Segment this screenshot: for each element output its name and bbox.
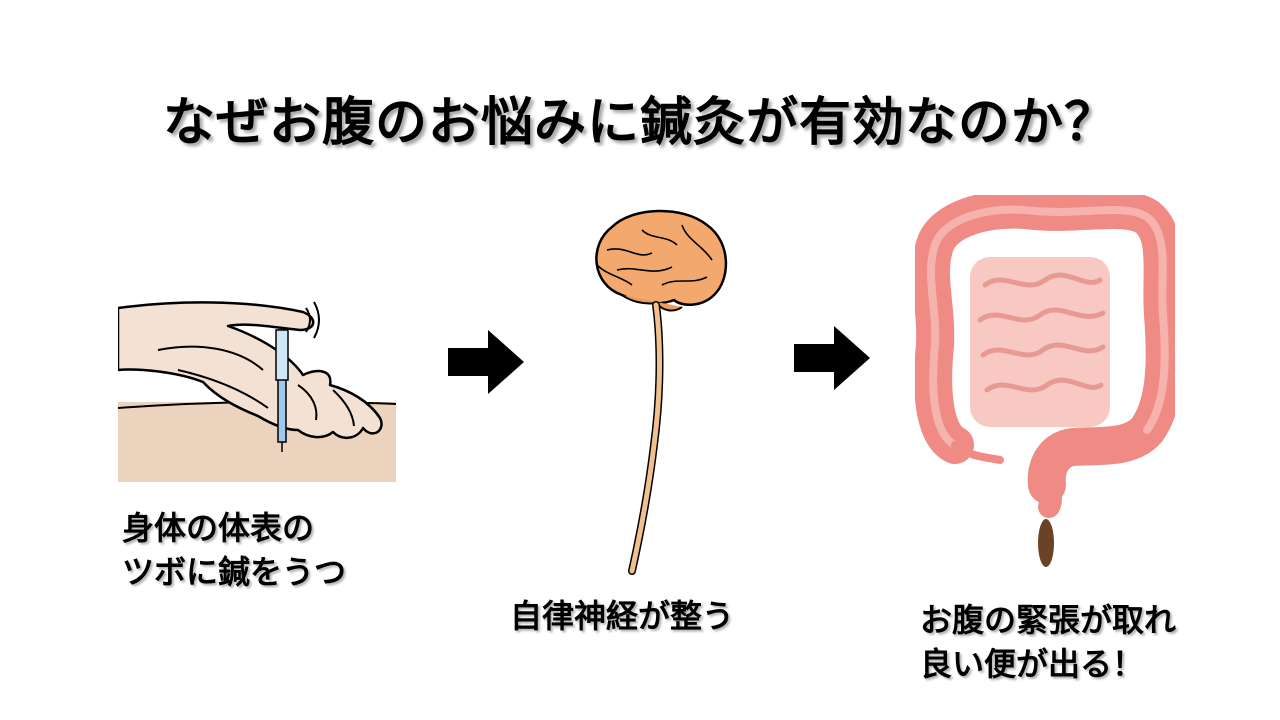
step1-caption-line1: 身体の体表の xyxy=(122,509,315,547)
intestines-icon xyxy=(915,195,1175,567)
step3-caption-line1: お腹の緊張が取れ xyxy=(920,601,1177,639)
step3-caption: お腹の緊張が取れ 良い便が出る！ xyxy=(920,598,1176,686)
right-arrow-icon xyxy=(794,326,870,390)
brain-spine-icon xyxy=(595,209,728,575)
page-title: なぜお腹のお悩みに鍼灸が有効なのか？ xyxy=(162,93,1117,153)
step1-caption-line2: ツボに鍼をうつ xyxy=(122,553,347,591)
step2-caption: 自律神経が整う xyxy=(510,594,734,638)
step1-caption: 身体の体表の ツボに鍼をうつ xyxy=(122,506,346,594)
acupuncture-hand-icon xyxy=(118,301,397,482)
step2-caption-line1: 自律神経が整う xyxy=(510,597,735,635)
step3-caption-line2: 良い便が出る！ xyxy=(920,645,1145,683)
right-arrow-icon xyxy=(448,330,524,394)
